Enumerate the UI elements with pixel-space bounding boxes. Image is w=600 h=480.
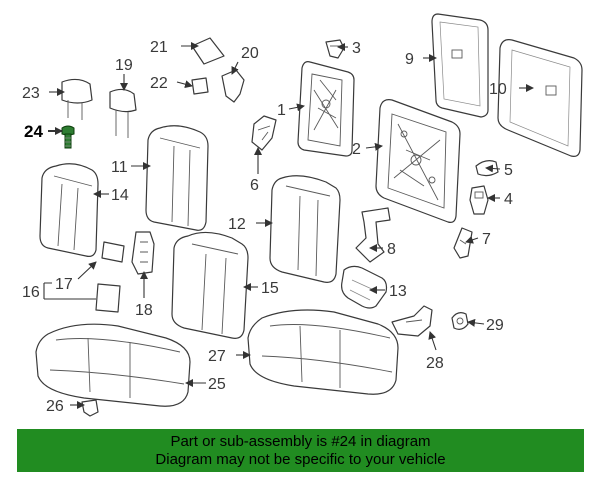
leader-lines xyxy=(43,42,534,409)
callout-19: 19 xyxy=(115,57,133,74)
callout-9: 9 xyxy=(405,51,414,68)
callout-3: 3 xyxy=(352,40,361,57)
part-4-latch xyxy=(469,185,489,215)
part-9-rear-panel xyxy=(431,13,489,118)
banner-line-part: Part or sub-assembly is #24 in diagram xyxy=(170,433,431,450)
callout-11: 11 xyxy=(111,159,128,176)
callout-16: 16 xyxy=(22,284,40,301)
part-1-seatback-frame xyxy=(297,61,355,157)
callout-6: 6 xyxy=(250,177,259,194)
callout-2: 2 xyxy=(352,141,361,158)
callout-27: 27 xyxy=(208,348,226,365)
part-6-hinge xyxy=(251,115,277,151)
callout-21: 21 xyxy=(150,39,168,56)
part-22-bracket xyxy=(191,77,209,95)
part-26-clip xyxy=(81,399,99,417)
part-10-rear-panel xyxy=(497,39,583,157)
callout-17: 17 xyxy=(55,276,73,293)
part-24-bolt xyxy=(61,125,75,149)
part-12-seatback xyxy=(269,175,341,283)
part-21-cover xyxy=(191,37,225,65)
callout-18: 18 xyxy=(135,302,153,319)
callout-24: 24 xyxy=(24,122,43,141)
part-29-grommet xyxy=(451,312,469,330)
part-25-seat-cushion xyxy=(35,323,191,407)
callout-7: 7 xyxy=(482,231,491,248)
callout-10: 10 xyxy=(489,81,507,98)
part-16-plate xyxy=(95,283,121,313)
callout-8: 8 xyxy=(387,241,396,258)
callout-12: 12 xyxy=(228,216,246,233)
part-3-clip xyxy=(325,39,345,59)
callout-14: 14 xyxy=(111,187,129,204)
callout-5: 5 xyxy=(504,162,513,179)
part-19-headrest xyxy=(109,88,137,138)
part-11-seatback xyxy=(145,125,209,231)
part-14-seatback xyxy=(39,163,99,257)
callout-28: 28 xyxy=(426,355,444,372)
parts-diagram: 21 20 3 9 10 22 23 19 1 2 5 4 7 6 24 11 … xyxy=(22,13,583,417)
part-28-bracket xyxy=(391,305,433,337)
part-15-seatback xyxy=(171,231,249,339)
part-23-headrest xyxy=(61,78,93,120)
part-18-bracket xyxy=(131,231,155,275)
notice-banner: Part or sub-assembly is #24 in diagram D… xyxy=(17,429,584,472)
callout-26: 26 xyxy=(46,398,64,415)
callout-4: 4 xyxy=(504,191,513,208)
part-27-seat-cushion xyxy=(247,309,399,395)
callout-15: 15 xyxy=(261,280,279,297)
callout-25: 25 xyxy=(208,376,226,393)
part-20-bracket xyxy=(221,69,245,103)
callout-22: 22 xyxy=(150,75,168,92)
callout-1: 1 xyxy=(277,102,286,119)
part-13-bolster xyxy=(341,265,388,309)
banner-line-disclaimer: Diagram may not be specific to your vehi… xyxy=(155,451,446,468)
callout-numbers: 21 20 3 9 10 22 23 19 1 2 5 4 7 6 24 11 … xyxy=(22,39,513,415)
part-8-bracket xyxy=(355,207,391,263)
callout-20: 20 xyxy=(241,45,259,62)
callout-13: 13 xyxy=(389,283,407,300)
part-17-plate xyxy=(101,241,125,263)
callout-23: 23 xyxy=(22,85,40,102)
callout-29: 29 xyxy=(486,317,504,334)
part-2-seatback-frame xyxy=(375,99,461,223)
part-7-bracket xyxy=(453,227,473,259)
